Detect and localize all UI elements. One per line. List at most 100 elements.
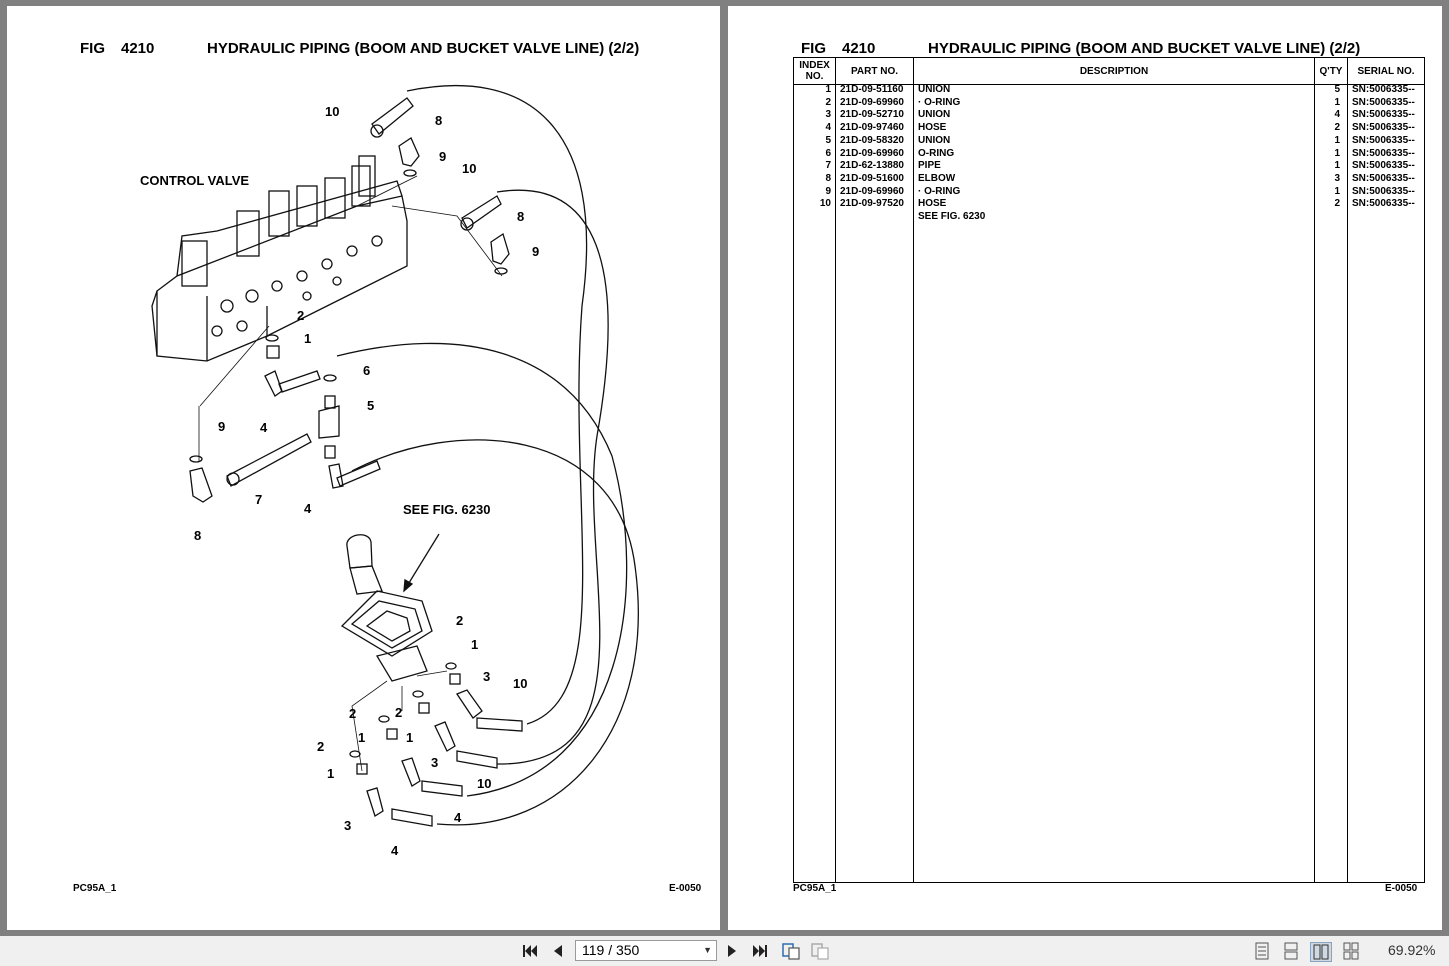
callout: 7 [255,492,263,507]
table-row: 10 21D-09-97520 HOSE 2 SN:5006335-- [794,198,1424,211]
callout: 1 [358,730,366,745]
table-row: 5 21D-09-58320 UNION 1 SN:5006335-- [794,135,1424,148]
cell-index: 2 [825,96,831,108]
next-page-icon[interactable] [722,942,742,960]
fig-title: HYDRAULIC PIPING (BOOM AND BUCKET VALVE … [207,40,640,57]
single-page-view-icon[interactable] [1252,942,1272,960]
table-row: SEE FIG. 6230 [794,211,1424,224]
callout: 8 [517,209,525,224]
cell-index: 4 [825,122,831,134]
callout: 3 [344,818,352,833]
go-back-view-icon[interactable] [781,942,801,960]
cell-qty: 5 [1334,84,1340,95]
cell-qty: 2 [1334,198,1340,210]
callout: 1 [406,730,414,745]
cell-serial: SN:5006335-- [1352,185,1415,197]
table-row: 3 21D-09-52710 UNION 4 SN:5006335-- [794,109,1424,122]
cell-description: SEE FIG. 6230 [918,211,986,222]
table-row: 2 21D-09-69960 · O-RING 1 SN:5006335-- [794,97,1424,110]
callout: 2 [317,739,325,754]
cell-part: 21D-09-69960 [840,96,904,108]
callout: 10 [325,104,340,119]
page-indicator: 119 / 350 [582,942,640,958]
parts-table: INDEX NO. PART NO. DESCRIPTION Q'TY SERI… [793,57,1425,883]
callout: 4 [260,420,268,435]
cell-description: UNION [918,109,951,121]
two-page-view-icon[interactable] [1310,942,1332,962]
cell-part: 21D-09-51160 [840,84,904,95]
cell-description: · O-RING [918,185,961,197]
cell-qty: 1 [1334,185,1340,197]
col-header-serial: SERIAL NO. [1357,65,1415,77]
first-page-icon[interactable] [520,942,540,960]
cell-serial: SN:5006335-- [1352,96,1415,108]
cell-serial: SN:5006335-- [1352,147,1415,159]
cell-description: UNION [918,84,951,95]
callout: 10 [513,676,528,691]
callout: 10 [462,161,477,176]
callout: 4 [454,810,462,825]
table-row: 1 21D-09-51160 UNION 5 SN:5006335-- [794,84,1424,97]
hydraulic-piping-drawing [151,84,639,827]
callout: 4 [304,501,312,516]
fig-number: 4210 [842,40,876,57]
callout: 1 [327,766,335,781]
go-forward-view-icon[interactable] [810,942,830,960]
cell-index: 9 [825,185,831,197]
cell-qty: 4 [1334,109,1340,121]
cell-part: 21D-09-97460 [840,122,904,134]
callout: 9 [532,244,540,259]
cell-index: 7 [825,160,831,172]
cell-part: 21D-09-58320 [840,134,904,146]
col-header-description: DESCRIPTION [1079,65,1149,77]
callout: 2 [456,613,464,628]
callout: 8 [435,113,443,128]
table-row: 9 21D-09-69960 · O-RING 1 SN:5006335-- [794,186,1424,199]
left-page: FIG 4 2 10 HYDRAULIC PIPING (BOOM AND BUCK… [7,6,720,930]
cell-description: · O-RING [918,96,961,108]
cell-index: 1 [825,84,831,95]
cell-part: 21D-09-97520 [840,198,904,210]
see-fig-label: SEE FIG. 6230 [403,502,491,517]
continuous-view-icon[interactable] [1281,942,1301,960]
callout: 6 [363,363,371,378]
cell-qty: 1 [1334,160,1340,172]
dropdown-arrow-icon[interactable]: ▼ [703,945,712,955]
cell-serial: SN:5006335-- [1352,109,1415,121]
cell-description: HOSE [918,122,947,134]
table-row: 8 21D-09-51600 ELBOW 3 SN:5006335-- [794,173,1424,186]
callout: 9 [218,419,226,434]
callout: 5 [367,398,375,413]
cell-serial: SN:5006335-- [1352,198,1415,210]
cell-description: UNION [918,134,951,146]
prev-page-icon[interactable] [548,942,568,960]
right-page: FIG 4210 HYDRAULIC PIPING (BOOM AND BUCK… [728,6,1442,930]
cell-index: 8 [825,172,831,184]
cell-description: PIPE [918,160,941,172]
cell-part: 21D-09-52710 [840,109,904,121]
footer-left: PC95A_1 [793,883,837,894]
cell-qty: 1 [1334,147,1340,159]
cell-index: 10 [819,198,831,210]
callout: 10 [477,776,492,791]
zoom-level[interactable]: 69.92% [1388,942,1436,958]
two-page-continuous-view-icon[interactable] [1341,942,1361,960]
footer-left: PC95A_1 [73,883,117,894]
col-header-part: PART NO. [850,65,899,77]
callout: 2 [297,308,305,323]
fig-label: FIG [80,40,105,57]
page-number-field[interactable]: 119 / 350 ▼ [575,940,717,961]
cell-part: 21D-62-13880 [840,160,904,172]
cell-serial: SN:5006335-- [1352,134,1415,146]
cell-part: 21D-09-51600 [840,172,904,184]
callout: 1 [471,637,479,652]
cell-qty: 2 [1334,122,1340,134]
cell-description: ELBOW [918,172,956,184]
fig-title: HYDRAULIC PIPING (BOOM AND BUCKET VALVE … [928,40,1361,57]
control-valve-label: CONTROL VALVE [140,173,250,188]
callout: 3 [483,669,491,684]
cell-description: HOSE [918,198,947,210]
cell-serial: SN:5006335-- [1352,172,1415,184]
last-page-icon[interactable] [750,942,770,960]
cell-part: 21D-09-69960 [840,147,904,159]
